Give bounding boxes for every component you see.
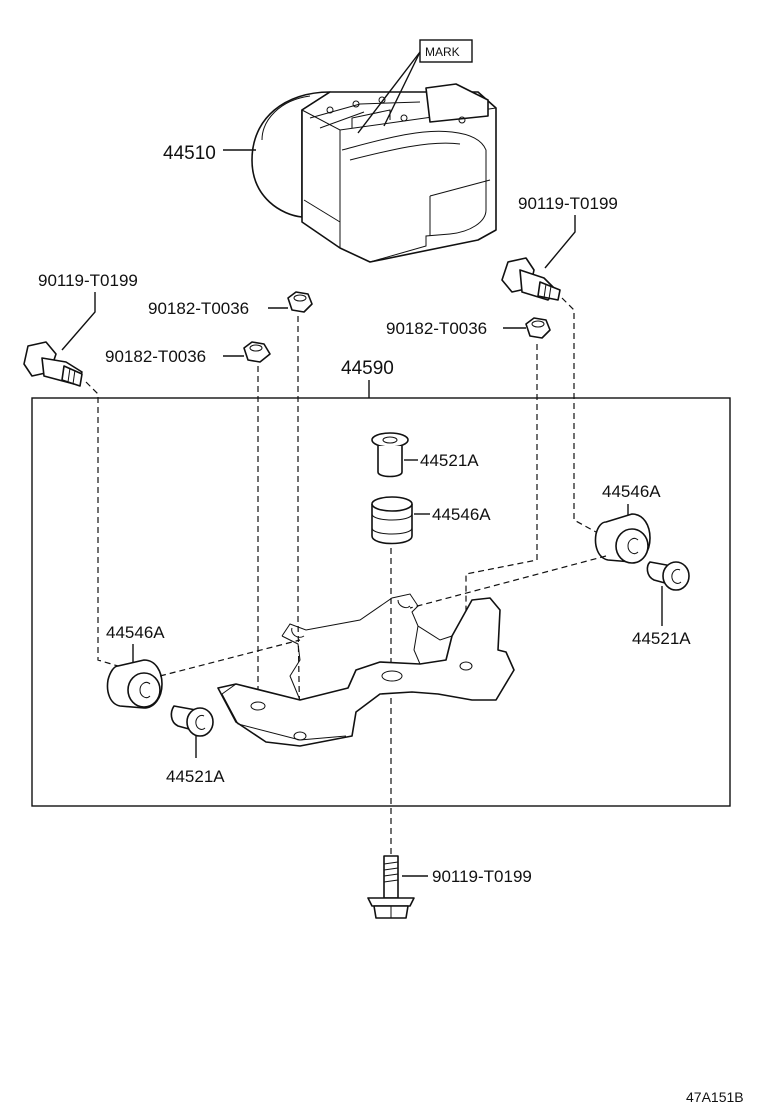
bolt-top-left[interactable] bbox=[23, 341, 83, 387]
reference-code: 47A151B bbox=[686, 1089, 744, 1105]
bracket-assembly-box bbox=[31, 397, 731, 807]
mark-label: MARK bbox=[425, 45, 460, 59]
nut-upper-center[interactable] bbox=[287, 291, 313, 313]
label-nut-left: 90182-T0036 bbox=[105, 347, 206, 366]
label-nut-right: 90182-T0036 bbox=[386, 319, 487, 338]
label-bolt-top-right: 90119-T0199 bbox=[518, 194, 618, 213]
cushion-center[interactable] bbox=[371, 496, 413, 545]
label-cushion-left: 44546A bbox=[106, 623, 165, 642]
bolt-top-right[interactable] bbox=[501, 257, 561, 301]
nut-right[interactable] bbox=[525, 317, 551, 339]
label-44510: 44510 bbox=[163, 143, 216, 164]
label-bolt-bottom: 90119-T0199 bbox=[432, 867, 532, 886]
mark-box bbox=[419, 39, 473, 63]
cushion-left[interactable] bbox=[106, 659, 163, 709]
mark-callout: MARK bbox=[357, 39, 473, 134]
collar-right[interactable] bbox=[646, 561, 690, 591]
collar-left[interactable] bbox=[170, 705, 214, 737]
label-bolt-top-left: 90119-T0199 bbox=[38, 271, 138, 290]
nut-left[interactable] bbox=[243, 341, 271, 363]
bracket[interactable] bbox=[217, 593, 515, 747]
label-collar-right: 44521A bbox=[632, 629, 691, 648]
abs-actuator[interactable] bbox=[251, 83, 497, 263]
label-44590: 44590 bbox=[341, 358, 394, 379]
label-nut-upper-center: 90182-T0036 bbox=[148, 299, 249, 318]
collar-center[interactable] bbox=[371, 432, 409, 478]
label-cushion-right: 44546A bbox=[602, 482, 661, 501]
bolt-bottom[interactable] bbox=[367, 855, 415, 919]
label-collar-left: 44521A bbox=[166, 767, 225, 786]
cushion-right[interactable] bbox=[594, 513, 651, 564]
label-cushion-center: 44546A bbox=[432, 505, 491, 524]
label-collar-center: 44521A bbox=[420, 451, 479, 470]
